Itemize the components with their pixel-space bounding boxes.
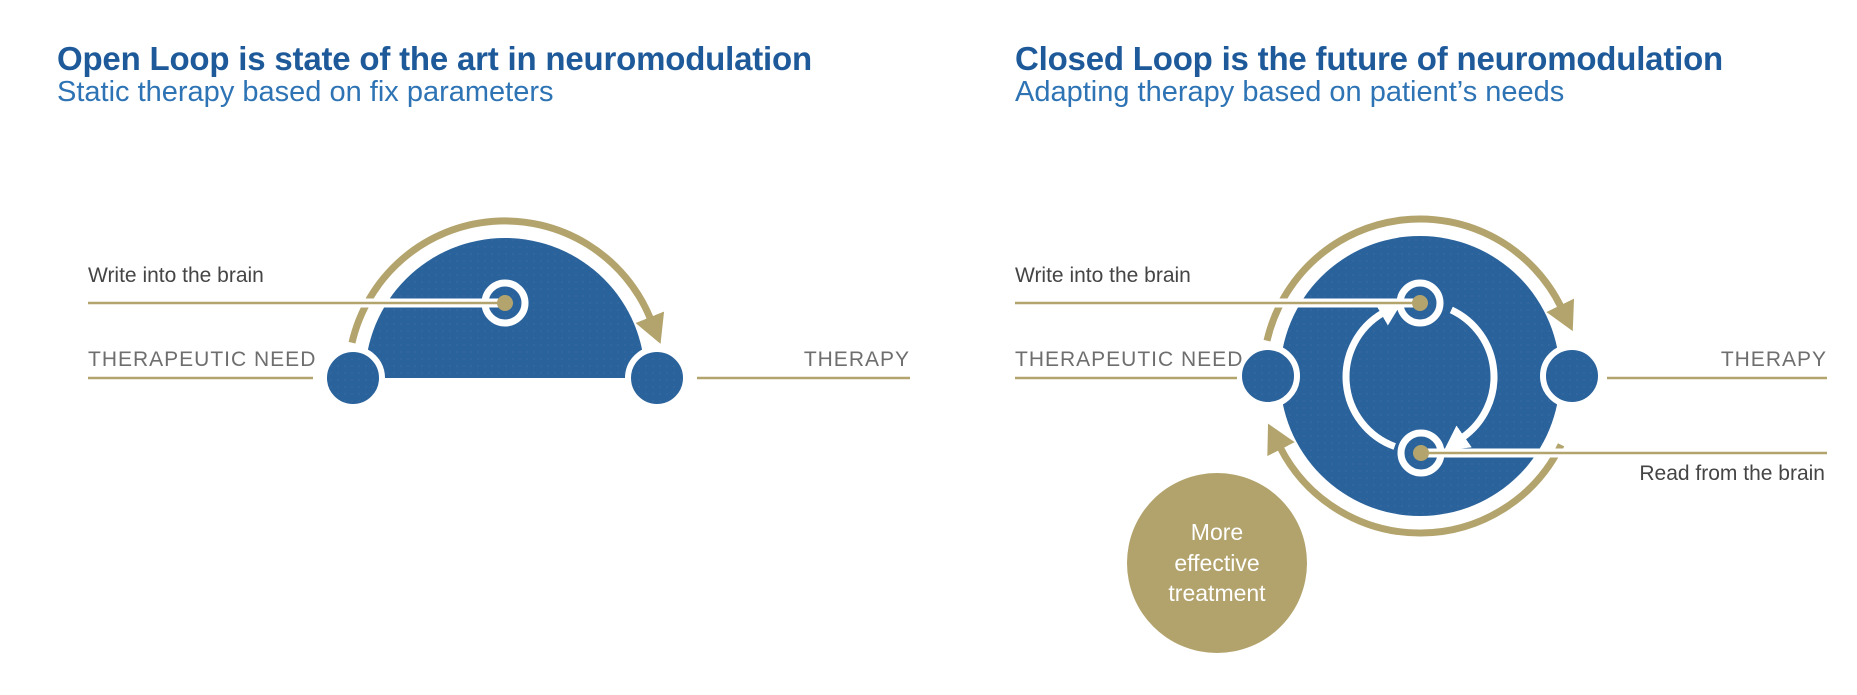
cycle-arrow-down-icon xyxy=(1444,306,1498,451)
therapeutic-need-label-left: THERAPEUTIC NEED xyxy=(88,348,317,371)
benefit-badge-line2: effective xyxy=(1174,549,1260,576)
write-into-brain-label-left: Write into the brain xyxy=(88,264,264,287)
therapeutic-need-label-right: THERAPEUTIC NEED xyxy=(1015,348,1244,371)
open-loop-subtitle: Static therapy based on fix parameters xyxy=(57,76,554,108)
therapy-label-right: THERAPY xyxy=(1720,348,1827,371)
closed-loop-subtitle: Adapting therapy based on patient’s need… xyxy=(1015,76,1565,108)
read-target-dot-icon xyxy=(1413,445,1429,461)
open-loop-arrow-icon xyxy=(348,217,665,344)
therapy-node-left xyxy=(625,346,689,410)
closed-loop-title: Closed Loop is the future of neuromodula… xyxy=(1015,40,1723,77)
closed-loop-diagram xyxy=(1015,215,1827,653)
benefit-badge-line1: More xyxy=(1190,519,1244,546)
cycle-arrow-up-icon xyxy=(1342,301,1403,450)
benefit-badge-text: More effective treatment xyxy=(1127,473,1307,653)
open-loop-title: Open Loop is state of the art in neuromo… xyxy=(57,40,812,77)
read-from-brain-label: Read from the brain xyxy=(1639,462,1825,485)
write-into-brain-label-right: Write into the brain xyxy=(1015,264,1191,287)
closed-loop-arrow-top-icon xyxy=(1263,215,1575,342)
benefit-badge-line3: treatment xyxy=(1168,580,1266,607)
closed-loop-arrow-bottom-icon xyxy=(1267,423,1565,537)
benefit-badge-circle xyxy=(1127,473,1307,653)
need-node-left xyxy=(321,346,385,410)
open-loop-diagram xyxy=(88,217,910,410)
write-target-dot-icon-right xyxy=(1412,295,1428,311)
need-node-right xyxy=(1236,344,1300,408)
therapy-node-right xyxy=(1540,344,1604,408)
therapy-label-left: THERAPY xyxy=(803,348,910,371)
write-target-dot-icon xyxy=(497,295,513,311)
